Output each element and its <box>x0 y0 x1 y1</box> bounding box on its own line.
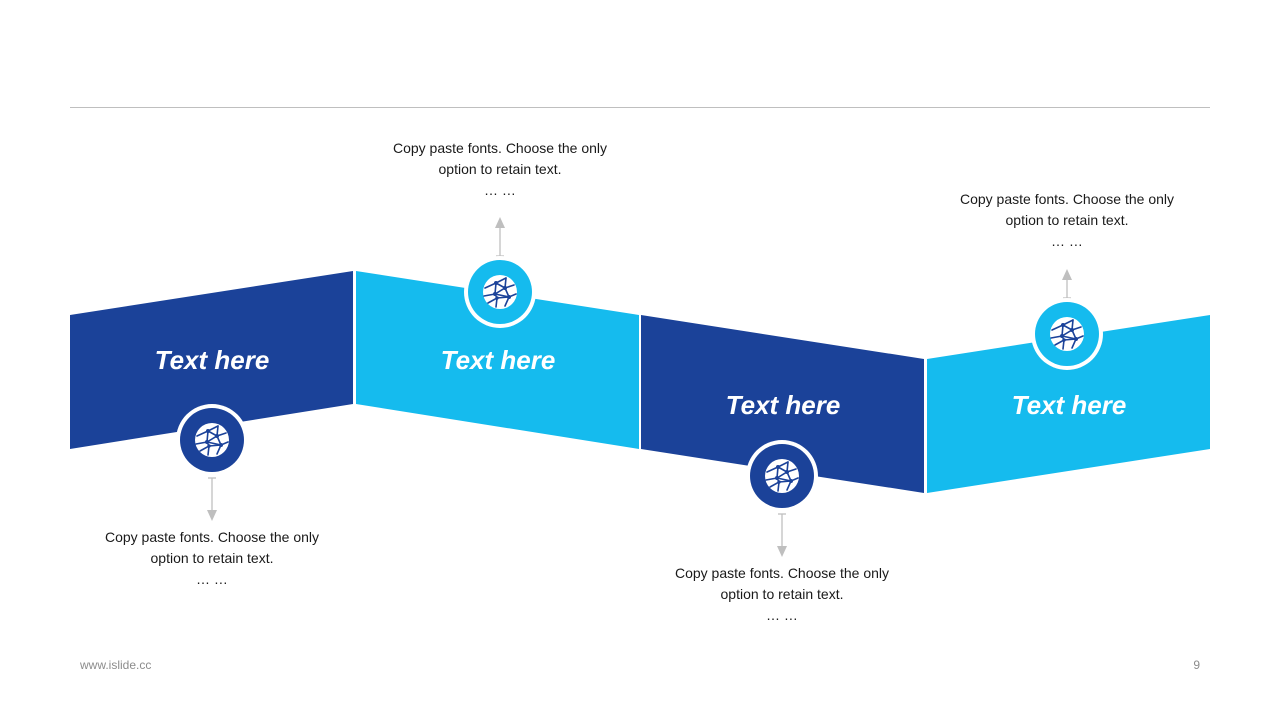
note-line: option to retain text. <box>150 550 274 566</box>
segment-2 <box>356 271 639 449</box>
connector-arrow-3 <box>777 513 787 557</box>
note-line: option to retain text. <box>438 161 562 177</box>
network-globe-icon <box>194 422 230 458</box>
note-line: Copy paste fonts. Choose the only <box>959 191 1175 207</box>
segment-3 <box>641 315 924 493</box>
note-line: Copy paste fonts. Choose the only <box>104 529 320 545</box>
note-ellipsis: … … <box>1051 233 1083 249</box>
network-globe-icon <box>482 274 518 310</box>
note-line: option to retain text. <box>720 586 844 602</box>
segment-2-label: Text here <box>440 345 556 375</box>
segment-3-label: Text here <box>725 390 841 420</box>
segment-4-label: Text here <box>1011 390 1127 420</box>
connector-arrow-1 <box>207 477 217 521</box>
network-globe-icon <box>764 458 800 494</box>
note-2: Copy paste fonts. Choose the only option… <box>370 138 630 201</box>
network-globe-icon <box>1049 316 1085 352</box>
footer-url[interactable]: www.islide.cc <box>80 658 152 672</box>
note-3: Copy paste fonts. Choose the only option… <box>652 563 912 626</box>
note-line: option to retain text. <box>1005 212 1129 228</box>
note-4: Copy paste fonts. Choose the only option… <box>937 189 1197 252</box>
badge-4 <box>1031 298 1103 370</box>
note-line: Copy paste fonts. Choose the only <box>392 140 608 156</box>
page-number: 9 <box>1193 658 1200 672</box>
badge-1 <box>176 404 248 476</box>
note-ellipsis: … … <box>766 607 798 623</box>
top-divider <box>70 107 1210 108</box>
note-ellipsis: … … <box>484 182 516 198</box>
note-1: Copy paste fonts. Choose the only option… <box>82 527 342 590</box>
connector-arrow-4 <box>1062 269 1072 299</box>
segment-1 <box>70 271 353 449</box>
segment-4 <box>927 315 1210 493</box>
segment-1-label: Text here <box>154 345 270 375</box>
connector-arrow-2 <box>495 217 505 257</box>
note-ellipsis: … … <box>196 571 228 587</box>
badge-2 <box>464 256 536 328</box>
note-line: Copy paste fonts. Choose the only <box>674 565 890 581</box>
badge-3 <box>746 440 818 512</box>
